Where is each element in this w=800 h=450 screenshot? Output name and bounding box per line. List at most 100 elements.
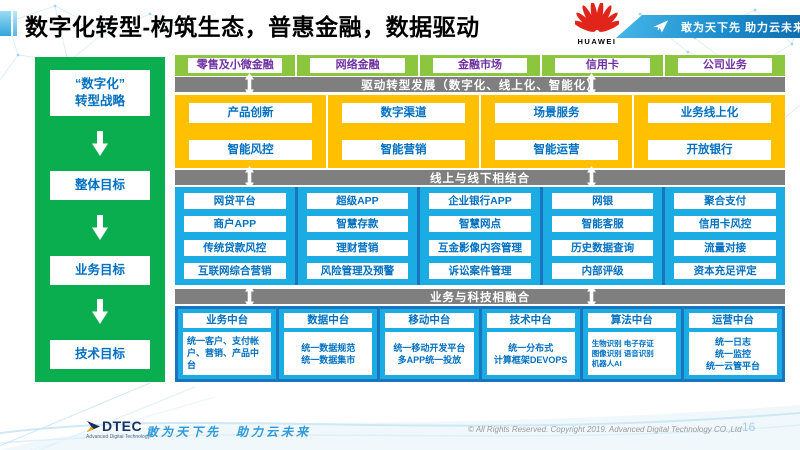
platform-band: 网贷平台商户APP 传统贷款风控互联网综合营销 超级APP 智慧存款理财营销风险管理及… — [175, 187, 785, 285]
capability-item: 场景服务 — [495, 103, 618, 123]
capability-column: 场景服务智能运营 — [481, 95, 634, 168]
platform-item: 互金影像内容管理 — [429, 239, 531, 256]
strategy-step: 技术目标 — [50, 339, 150, 369]
platform-column: 聚合支付信用卡风控流量对接资本充足评定 — [665, 187, 785, 285]
paper-plane-icon — [652, 19, 669, 34]
capability-item: 智能风控 — [189, 140, 312, 160]
strategy-step: “数字化” 转型战略 — [50, 70, 150, 116]
capability-item: 数字渠道 — [342, 103, 465, 123]
platform-column: 超级APP 智慧存款理财营销风险管理及预警 — [298, 187, 421, 285]
online-offline-bar-label: 线上与线下相结合 — [430, 172, 530, 185]
platform-item: 内部评级 — [551, 262, 654, 279]
title-accent-tab — [0, 11, 17, 36]
huawei-flower-icon — [573, 1, 621, 32]
strategy-step: 业务目标 — [50, 255, 150, 285]
capability-item: 智能营销 — [342, 140, 465, 160]
platform-item: 网银 — [551, 193, 654, 209]
double-arrow-icon — [587, 73, 596, 96]
tech-fusion-bar-label: 业务与科技相融合 — [430, 291, 530, 304]
page-title: 数字化转型-构筑生态，普惠金融，数据驱动 — [25, 14, 480, 40]
platform-item: 超级APP — [306, 193, 409, 209]
platform-item: 聚合支付 — [674, 193, 776, 209]
capability-item: 开放银行 — [648, 140, 771, 160]
middle-platform-band: 业务中台统一客户、支付帐户、营销、产品中台数据中台统一数据规范 统一数据集市移动… — [175, 306, 785, 382]
business-item: 公司业务 — [677, 58, 773, 73]
middle-platform-column: 业务中台统一客户、支付帐户、营销、产品中台 — [178, 309, 280, 379]
copyright-text: © All Rights Reserved. Copyright 2019. A… — [468, 425, 742, 434]
double-arrow-icon — [245, 73, 254, 96]
platform-item: 理财营销 — [306, 239, 409, 256]
platform-item: 企业银行APP — [429, 193, 531, 209]
capability-column: 数字渠道智能营销 — [328, 95, 481, 168]
huawei-logo: HUAWEI — [573, 1, 621, 46]
down-arrow-icon — [91, 214, 109, 241]
capability-band: 产品创新智能风控数字渠道智能营销场景服务智能运营业务线上化开放银行 — [175, 95, 785, 168]
platform-column: 网贷平台商户APP 传统贷款风控互联网综合营销 — [175, 187, 298, 285]
middle-platform-column: 移动中台统一移动开发平台 多APP统一投放 — [380, 309, 482, 379]
platform-column: 企业银行APP 智慧网点互金影像内容管理诉讼案件管理 — [420, 187, 543, 285]
business-item: 金融市场 — [432, 58, 528, 73]
platform-item: 网贷平台 — [184, 193, 286, 209]
adtec-arrow-icon — [87, 420, 100, 432]
middle-platform-column: 运营中台统一日志 统一监控 统一云管平台 — [684, 309, 782, 379]
drive-bar-label: 驱动转型发展（数字化、线上化、智能化） — [361, 79, 599, 92]
double-arrow-icon — [245, 285, 254, 308]
platform-item: 历史数据查询 — [551, 239, 654, 256]
platform-column: 网银智能客服历史数据查询内部评级 — [543, 187, 666, 285]
platform-item: 风险管理及预警 — [306, 262, 409, 279]
platform-item: 信用卡风控 — [674, 216, 776, 233]
platform-item: 诉讼案件管理 — [429, 262, 531, 279]
middle-platform-column: 算法中台生物识别 电子存证 图像识别 语音识别 机器人AI — [583, 309, 684, 379]
middle-platform-title: 数据中台 — [284, 313, 373, 328]
business-item: 信用卡 — [555, 58, 650, 73]
middle-platform-desc: 统一移动开发平台 多APP统一投放 — [385, 332, 474, 375]
business-column: 零售及小微金融 — [175, 55, 298, 76]
platform-item: 智能客服 — [551, 216, 654, 233]
footer-tagline: 敢为天下先 助力云未来 — [146, 425, 312, 439]
middle-platform-title: 技术中台 — [486, 313, 575, 328]
platform-item: 传统贷款风控 — [184, 239, 286, 256]
platform-item: 流量对接 — [674, 239, 776, 256]
platform-item: 商户APP — [184, 216, 286, 233]
down-arrow-icon — [91, 130, 109, 157]
business-column: 金融市场 — [420, 55, 543, 76]
capability-column: 产品创新智能风控 — [175, 95, 328, 168]
middle-platform-desc: 统一客户、支付帐户、营销、产品中台 — [183, 332, 272, 375]
platform-item: 智慧存款 — [306, 216, 409, 233]
double-arrow-icon — [587, 285, 596, 308]
platform-item: 智慧网点 — [429, 216, 531, 233]
capability-item: 产品创新 — [189, 103, 312, 123]
business-column: 信用卡 — [542, 55, 665, 76]
middle-platform-title: 移动中台 — [385, 313, 474, 328]
double-arrow-icon — [587, 166, 596, 189]
middle-platform-column: 技术中台统一分布式 计算框架DEVOPS — [482, 309, 583, 379]
middle-platform-desc: 统一分布式 计算框架DEVOPS — [486, 332, 575, 375]
platform-item: 互联网综合营销 — [184, 262, 286, 279]
platform-item: 资本充足评定 — [674, 262, 776, 279]
business-band: 零售及小微金融 网络金融 金融市场 信用卡 公司业务 — [175, 55, 785, 76]
middle-platform-title: 业务中台 — [183, 313, 272, 328]
business-item: 网络金融 — [310, 58, 405, 73]
capability-column: 业务线上化开放银行 — [634, 95, 785, 168]
middle-platform-title: 算法中台 — [587, 313, 676, 328]
middle-platform-title: 运营中台 — [688, 313, 778, 328]
strategy-sidebar: “数字化” 转型战略整体目标业务目标技术目标 — [35, 57, 165, 382]
online-offline-bar: 线上与线下相结合 — [175, 166, 785, 189]
capability-item: 业务线上化 — [648, 103, 771, 123]
huawei-wordmark: HUAWEI — [577, 37, 617, 46]
drive-bar: 驱动转型发展（数字化、线上化、智能化） — [175, 73, 785, 96]
strategy-step: 整体目标 — [50, 171, 150, 201]
adtec-logo-subtext: Advanced Digital Technology — [86, 434, 151, 440]
business-column: 网络金融 — [297, 55, 420, 76]
double-arrow-icon — [245, 166, 254, 189]
middle-platform-column: 数据中台统一数据规范 统一数据集市 — [279, 309, 381, 379]
adtec-logo-text: DTEC — [102, 418, 143, 434]
business-column: 公司业务 — [665, 55, 785, 76]
business-item: 零售及小微金融 — [188, 58, 283, 73]
slogan-ribbon: 敢为天下先 助力云未来 — [616, 15, 800, 38]
middle-platform-desc: 统一数据规范 统一数据集市 — [284, 332, 373, 375]
capability-item: 智能运营 — [495, 140, 618, 160]
adtec-logo: DTEC Advanced Digital Technology — [86, 418, 156, 440]
middle-platform-desc: 生物识别 电子存证 图像识别 语音识别 机器人AI — [587, 332, 676, 375]
